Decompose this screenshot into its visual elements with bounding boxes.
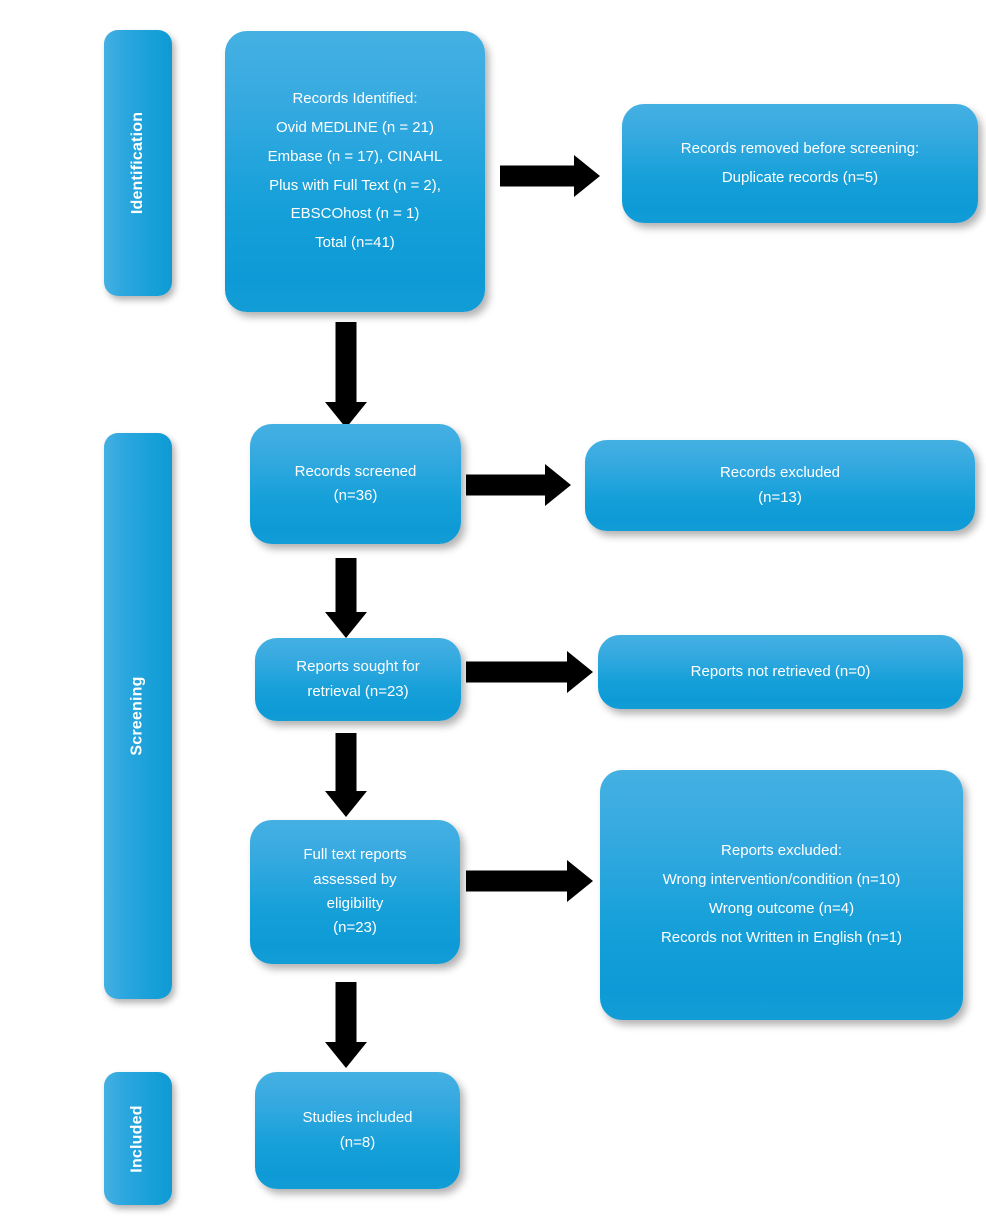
box-records-identified: Records Identified: Ovid MEDLINE (n = 21… [225, 31, 485, 312]
box-line: retrieval (n=23) [307, 682, 409, 700]
box-line: (n=23) [333, 919, 377, 937]
arrow-head [325, 612, 367, 638]
arrow-shaft [335, 733, 357, 793]
arrow-sought-to-fulltext [321, 733, 371, 817]
box-line: Reports excluded: [721, 842, 842, 860]
box-studies-included: Studies included (n=8) [255, 1072, 460, 1189]
box-records-removed: Records removed before screening: Duplic… [622, 104, 978, 223]
box-line: Full text reports [303, 846, 407, 864]
arrow-fulltext-to-excluded [466, 860, 593, 902]
box-line: Plus with Full Text (n = 2), [269, 176, 441, 194]
box-line: Reports sought for [296, 658, 420, 676]
box-line: (n=8) [339, 1133, 376, 1151]
arrow-screened-to-sought [321, 558, 371, 638]
arrow-fulltext-to-included [321, 982, 371, 1068]
arrow-head [567, 651, 593, 693]
box-line: Total (n=41) [315, 234, 395, 252]
box-records-excluded: Records excluded (n=13) [585, 440, 975, 531]
arrow-shaft [335, 322, 357, 404]
arrow-shaft [466, 474, 547, 496]
arrow-identified-to-removed [500, 155, 600, 197]
arrow-head [325, 1042, 367, 1068]
arrow-shaft [466, 661, 569, 683]
box-line: assessed by [313, 870, 397, 888]
box-line: Records removed before screening: [680, 139, 920, 157]
arrow-head [325, 791, 367, 817]
arrow-sought-to-not-retrieved [466, 651, 593, 693]
arrow-head [574, 155, 600, 197]
box-records-screened: Records screened (n=36) [250, 424, 461, 544]
box-line: Reports not retrieved (n=0) [690, 662, 871, 680]
box-reports-sought: Reports sought for retrieval (n=23) [255, 638, 461, 721]
box-line: Records screened [294, 462, 417, 480]
stage-bar-screening: Screening [104, 433, 172, 999]
box-line: Wrong intervention/condition (n=10) [662, 871, 901, 889]
arrow-screened-to-excluded [466, 464, 571, 506]
box-line: Ovid MEDLINE (n = 21) [276, 118, 434, 136]
box-line: Wrong outcome (n=4) [708, 900, 855, 917]
box-line: Duplicate records (n=5) [721, 168, 879, 186]
stage-label-included: Included [128, 1104, 146, 1173]
stage-bar-included: Included [104, 1072, 172, 1205]
box-line: Records Identified: [292, 90, 418, 108]
stage-label-screening: Screening [129, 676, 147, 756]
box-line: Embase (n = 17), CINAHL [267, 147, 443, 165]
box-line: EBSCOhost (n = 1) [290, 205, 420, 223]
arrow-identified-to-screened [321, 322, 371, 428]
box-line: Records excluded [719, 464, 841, 482]
arrow-shaft [500, 165, 576, 187]
stage-bar-identification: Identification [104, 30, 172, 296]
arrow-head [567, 860, 593, 902]
box-line: (n=13) [758, 488, 802, 506]
stage-label-identification: Identification [129, 111, 147, 215]
box-line: eligibility [326, 895, 384, 912]
box-line: (n=36) [333, 487, 378, 504]
arrow-shaft [466, 870, 569, 892]
arrow-head [325, 402, 367, 428]
box-full-text-assessed: Full text reports assessed by eligibilit… [250, 820, 460, 964]
box-reports-excluded: Reports excluded: Wrong intervention/con… [600, 770, 963, 1020]
arrow-shaft [335, 558, 357, 614]
arrow-shaft [335, 982, 357, 1044]
arrow-head [545, 464, 571, 506]
box-line: Records not Written in English (n=1) [660, 928, 903, 946]
box-line: Studies included [302, 1109, 413, 1127]
box-reports-not-retrieved: Reports not retrieved (n=0) [598, 635, 963, 709]
